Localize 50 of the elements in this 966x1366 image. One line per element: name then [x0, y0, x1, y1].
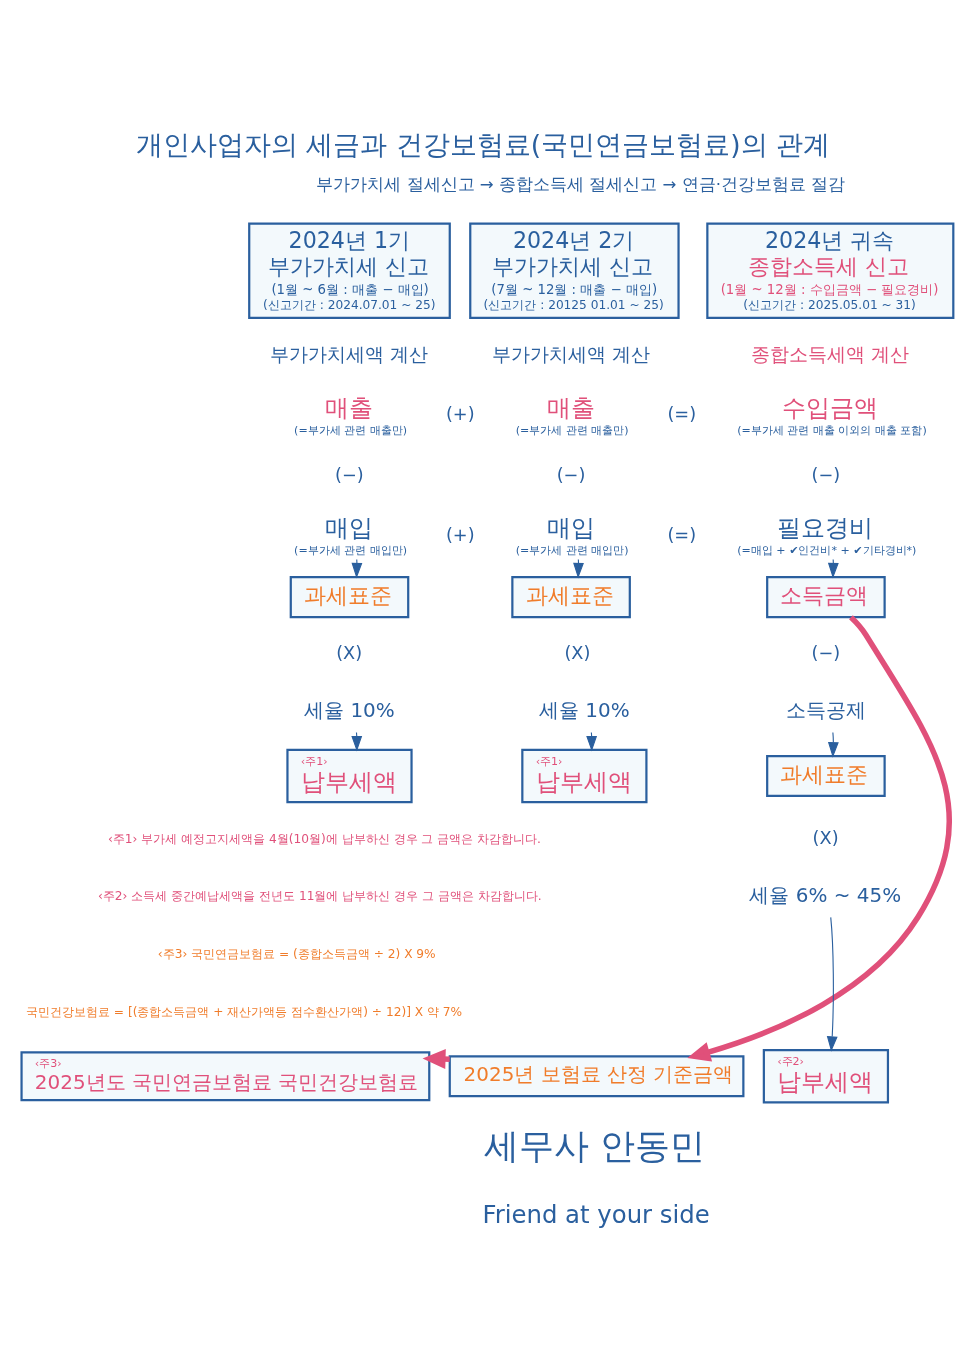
node-box: 과세표준: [289, 575, 410, 618]
label: (−): [556, 464, 586, 485]
arrow: [351, 558, 363, 578]
node-box: 과세표준: [511, 575, 631, 618]
label: (+): [445, 524, 475, 545]
label: (+): [445, 403, 475, 424]
label: (−): [811, 642, 841, 663]
node-box: ‹주1› 납부세액: [521, 748, 648, 803]
node-box: ‹주2› 납부세액: [762, 1048, 890, 1103]
node-box: 2025년 보험료 산정 기준금액: [448, 1054, 745, 1097]
node-text: 세율 10%: [538, 697, 630, 722]
label: (=): [667, 403, 697, 424]
node-text: 세율 6% ~ 45%: [749, 882, 902, 907]
node-text: 세율 10%: [304, 697, 395, 722]
label: ‹주3› 국민연금보험료 = (종합소득금액 ÷ 2) X 9%: [157, 946, 436, 961]
node-box: ‹주1› 납부세액: [286, 748, 413, 803]
arrow: [826, 916, 838, 1052]
label: (X): [564, 642, 591, 663]
label: ‹주1› 부가세 예정고지세액을 4월(10월)에 납부하신 경우 그 금액은 차감합니다.: [107, 831, 541, 846]
node-box: 2024년 1기 부가가치세 신고 (1월 ~ 6월 : 매출 − 매입) (신고기간 : 2024.07.01 ~ 25): [248, 222, 451, 319]
arrow: [573, 558, 584, 578]
label: ‹주2› 소득세 중간예납세액을 전년도 11월에 납부하신 경우 그 금액은 차감합니다.: [98, 888, 542, 903]
label: 부가가치세 절세신고 → 종합소득세 절세신고 → 연금·건강보험료 절감: [316, 174, 846, 194]
label: 국민건강보험료 = [(종합소득금액 + 재산가액등 점수환산가액) ÷ 12)] X 약 7%: [25, 1004, 463, 1019]
label: (−): [811, 464, 841, 485]
node-box: 소득금액: [766, 575, 886, 618]
node-text: 필요경비 (=매입 + ✔인건비* + ✔기타경비*): [737, 512, 917, 557]
label: (X): [336, 642, 363, 663]
label: (X): [812, 827, 839, 848]
label: 부가가치세액 계산: [269, 343, 428, 365]
node-box: 2024년 2기 부가가치세 신고 (7월 ~ 12월 : 매출 − 매입) (신고기간 : 20125 01.01 ~ 25): [469, 222, 680, 319]
diagram-title: 개인사업자의 세금과 건강보험료(국민연금보험료)의 관계: [135, 128, 831, 160]
label: 세무사 안동민: [483, 1124, 705, 1166]
arrow: [827, 731, 839, 758]
node-box: ‹주3› 2025년도 국민연금보험료 국민건강보험료: [20, 1050, 431, 1101]
node-text: 매출 (=부가세 관련 매출만): [294, 391, 408, 437]
label: (−): [335, 464, 364, 485]
arrow: [827, 558, 839, 578]
node-box: 과세표준: [766, 754, 886, 797]
node-text: 매입 (=부가세 관련 매입만): [515, 512, 629, 557]
node-box: 2024년 귀속 종합소득세 신고 (1월 ~ 12월 : 수입금액 − 필요경비) (신고기간 : 2025.05.01 ~ 31): [706, 222, 955, 319]
arrow: [687, 614, 953, 1062]
node-text: 매입 (=부가세 관련 매입만): [294, 512, 408, 557]
label: 종합소득세액 계산: [750, 343, 909, 365]
node-text: 소득공제: [786, 697, 867, 722]
label: (=): [667, 524, 697, 545]
node-text: 매출 (=부가세 관련 매출만): [515, 391, 629, 437]
label: 부가가치세액 계산: [492, 343, 651, 365]
label: Friend at your side: [482, 1199, 710, 1229]
node-text: 수입금액 (=부가세 관련 매출 이외의 매출 포함): [737, 391, 927, 437]
